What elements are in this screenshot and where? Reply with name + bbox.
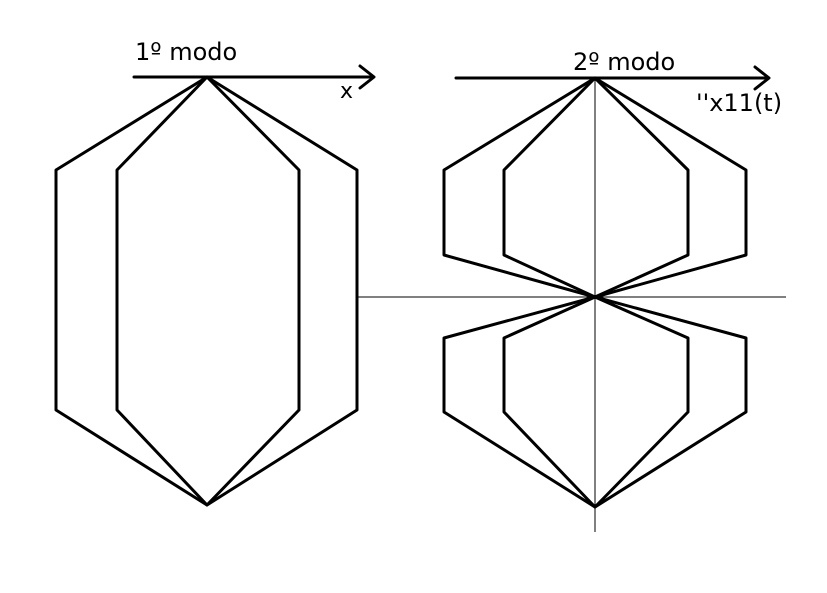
mode-1-x-axis-arrowhead [358, 64, 376, 90]
mode-1-outer-shape [54, 75, 359, 507]
mode-1-inner-shape [115, 75, 301, 507]
mode-2-x-axis-arrowhead [753, 65, 771, 91]
mode-2-axis-label: ''x11(t) [696, 89, 782, 117]
mode-2-title: 2º modo [573, 48, 675, 76]
mode-2-figure: 2º modo ''x11(t) [357, 48, 786, 532]
mode-1-axis-label: x [340, 79, 353, 104]
mode-2-lower-inner-shape [502, 295, 690, 509]
mode-1-figure: 1º modo x [54, 38, 376, 507]
mode-2-upper-inner-shape [502, 76, 690, 299]
mode-1-title: 1º modo [135, 38, 237, 66]
